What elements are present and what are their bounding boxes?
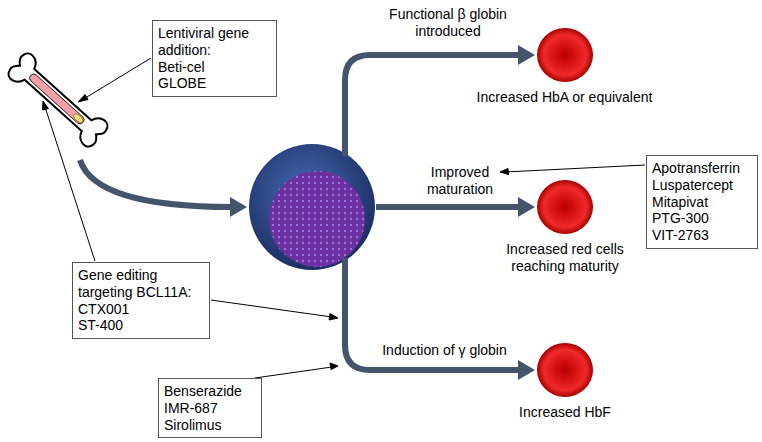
node-text: Increased HbA or equivalent	[472, 89, 657, 106]
arrowhead	[329, 314, 338, 321]
leader-line	[505, 165, 645, 172]
leader-line	[45, 107, 95, 261]
arrowhead	[78, 95, 88, 103]
list-item: Sirolimus	[164, 417, 256, 434]
arrowhead	[330, 363, 338, 370]
leader-line	[211, 300, 332, 317]
list-item: Mitapivat	[652, 194, 752, 211]
red-cell-node: Increased red cells reaching maturity	[490, 179, 640, 275]
list-item: VIT-2763	[652, 227, 752, 244]
node-text: Apotransferrin	[652, 160, 752, 177]
node-text: Increased red cells reaching maturity	[490, 241, 640, 275]
list-item: IMR-687	[164, 400, 256, 417]
thick-arrow	[345, 55, 520, 156]
red-cell-node: Increased HbF	[490, 342, 640, 421]
bone	[5, 50, 110, 149]
arrowhead	[518, 197, 535, 217]
bone-outline	[5, 50, 110, 149]
list-item: GLOBE	[158, 75, 271, 92]
stem-cell	[249, 144, 375, 270]
leader-lines	[43, 58, 646, 378]
node-text: Lentiviral gene addition:	[158, 25, 271, 59]
marrow-spot	[72, 112, 84, 124]
leader-line	[82, 58, 151, 100]
red-cell-node: Increased HbA or equivalent	[472, 27, 657, 106]
arrow-label: Induction of γ globin	[362, 342, 527, 359]
drug-box: Gene editing targeting BCL11A:CTX001ST-4…	[72, 262, 210, 339]
list-item: Beti-cel	[158, 59, 271, 76]
red-blood-cell	[535, 27, 595, 83]
bone-marrow	[28, 72, 86, 125]
cell-body	[537, 28, 593, 82]
node-text: Gene editing targeting BCL11A:	[78, 267, 204, 301]
list-item: ST-400	[78, 317, 204, 334]
cell-body	[537, 343, 593, 397]
cell-body	[537, 180, 593, 234]
arrowhead	[230, 197, 247, 217]
arrowhead	[500, 169, 509, 175]
node-text: Increased HbF	[490, 404, 640, 421]
arrow-label: Improved maturation	[413, 164, 507, 198]
leader-line	[255, 367, 332, 378]
node-text: Benserazide	[164, 383, 256, 400]
arrowhead	[518, 45, 535, 65]
arrowhead	[43, 101, 49, 110]
list-item: Luspatercept	[652, 177, 752, 194]
thick-arrow	[80, 160, 232, 207]
list-item: PTG-300	[652, 210, 752, 227]
list-item: CTX001	[78, 301, 204, 318]
red-blood-cell	[535, 342, 595, 398]
cell-nucleus	[269, 171, 365, 267]
arrow-label: Functional β globin introduced	[378, 6, 518, 40]
red-blood-cell	[535, 179, 595, 235]
drug-box: Lentiviral gene addition:Beti-celGLOBE	[152, 20, 277, 97]
drug-box: ApotransferrinLuspaterceptMitapivatPTG-3…	[646, 155, 758, 249]
arrowhead	[518, 360, 535, 380]
thick-arrow	[376, 204, 520, 210]
drug-box: BenserazideIMR-687Sirolimus	[158, 378, 262, 438]
